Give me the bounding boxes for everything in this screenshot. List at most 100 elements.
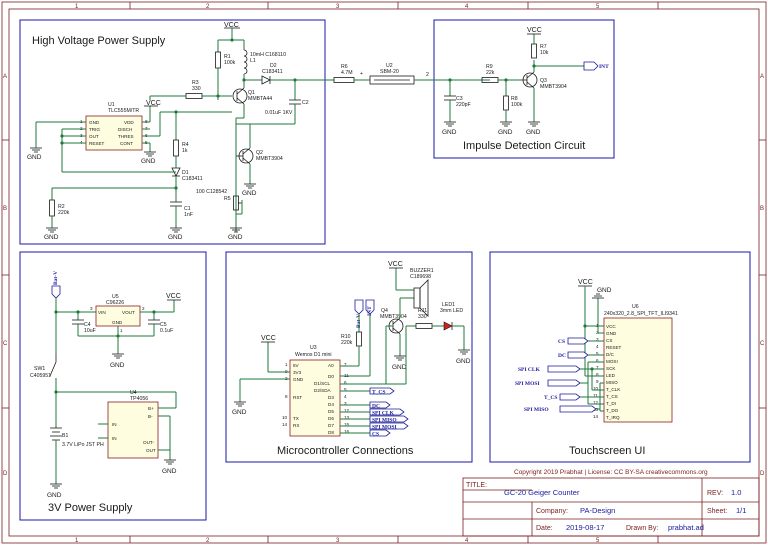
r8-resistor [503,95,509,111]
r10-ref: R10 [341,334,351,340]
u1-pin-trig: TRIG [89,127,100,132]
u6-pin: LED [606,373,616,378]
u5-pin-num: 1 [120,328,123,333]
hv-circuit: VCC R1 100k 10mH C168110 L1 D2 C183411 C… [27,22,334,241]
sheet-label: Sheet: [707,508,727,515]
buzzer-part: C189698 [410,274,431,280]
net-dc: DC [372,404,380,410]
u3-pin-num: 15 [344,422,350,427]
r8-value: 100k [511,102,523,108]
net-cs: CS [372,432,379,438]
date-label: Date: [536,525,553,532]
u3-pin-d8: D8 [328,430,334,435]
col-label: 3 [336,538,340,544]
impulse-circuit: C3 220pF GND R9 22k R8 100k GND Q3 MMBT3… [442,27,609,136]
u6-pin-num: 4 [596,344,599,349]
ts-net-flag-cs [567,337,589,345]
gnd-symbol: GND [162,468,177,475]
r3-value: 330 [192,86,201,92]
impulse-block-title: Impulse Detection Circuit [463,140,585,152]
column-ruler: 1 2 3 4 5 1 2 3 4 5 [75,2,659,544]
u1-pin-out: OUT [89,134,99,139]
company-label: Company: [536,508,568,515]
ts-net-dc: DC [558,353,566,359]
vcc-symbol: VCC [527,27,542,34]
u5-pin-gnd: GND [112,320,123,325]
col-label: 4 [465,4,469,10]
u5-pin-vout: VOUT [122,310,135,315]
ts-net-cs: CS [558,339,565,345]
row-label: B [760,206,764,212]
gnd-symbol: GND [498,129,513,136]
row-label: D [760,471,765,477]
net-flag-spi-mosi [369,422,409,430]
u3-pin-d1: D1/SCL [314,381,331,386]
u3-pin-num: 6 [344,380,347,385]
u6-pin-num: 10 [593,386,599,391]
u3-pin-num: 16 [344,429,350,434]
vcc-symbol: VCC [578,279,593,286]
u1-timer-ic [85,115,143,151]
gnd-symbol: GND [442,129,457,136]
bat-v-flag [354,299,364,315]
gnd-symbol: GND [44,234,59,241]
col-label: 2 [206,538,210,544]
date-value: 2019-08-17 [566,523,604,532]
u6-pin-num: 3 [596,337,599,342]
inner-frame [8,8,760,537]
r1-value: 100k [224,60,236,66]
gnd-symbol: GND [456,358,471,365]
u5-part: C96226 [106,300,124,306]
r11-ref: R11 [418,308,427,314]
d2-value: C183411 [262,69,283,75]
net-spi-mosi: SPI MOSI [372,425,397,431]
q2-part: MMBT3904 [256,156,283,162]
u1-pin-disch: DISCH [118,127,132,132]
led1-ref: LED1 [442,302,455,308]
u6-pin: SCK [606,366,616,371]
u3-pin-gnd: GND [293,377,304,382]
col-label: 4 [465,538,469,544]
u3-pin-num: 5 [344,387,347,392]
u3-part: Wemos D1 mini [295,352,332,358]
vcc-symbol: VCC [388,261,403,268]
gnd-symbol: GND [526,129,541,136]
row-label: A [760,74,764,80]
u3-pin-num: 1 [285,362,288,367]
r2-ref: R2 [58,204,65,210]
int-label: INT [367,306,373,316]
row-label: C [760,341,765,347]
r11-resistor [415,323,433,329]
sheet-value: 1/1 [736,506,746,515]
u1-pin-thres: THRES [118,134,134,139]
u3-pin-num: 12 [344,408,350,413]
q3-ref: Q3 [540,78,547,84]
buzzer [413,287,421,309]
u3-pin-num: 8 [285,394,288,399]
r1-ref: R1 [224,54,231,60]
ts-net-flag-spi-mosi [547,379,581,387]
u3-wemos-d1-mini [289,359,341,437]
u3-pin-d4: D4 [328,402,334,407]
r4-resistor [173,139,179,157]
sw1-part: C405951 [30,373,51,379]
vcc-symbol: VCC [146,100,161,107]
u6-pin-num: 12 [593,400,599,405]
r6-ref: R6 [341,64,348,70]
gnd-symbol: GND [47,492,62,499]
u3-pin-num: 7 [344,362,347,367]
b1-ref: B1 [62,433,68,439]
ts-net-t-cs: T_CS [544,395,557,401]
u6-pin: GND [606,331,617,336]
gnd-symbol: GND [597,287,612,294]
gnd-symbol: GND [392,364,407,371]
gnd-symbol: GND [168,234,183,241]
u4-pin-out: OUT [146,448,156,453]
gnd-symbol: GND [27,154,42,161]
title-block [462,477,760,537]
gnd-symbol: GND [232,409,247,416]
r10-resistor [356,331,362,347]
u3-pin-num: 14 [282,422,288,427]
u6-pin-num: 14 [593,414,599,419]
